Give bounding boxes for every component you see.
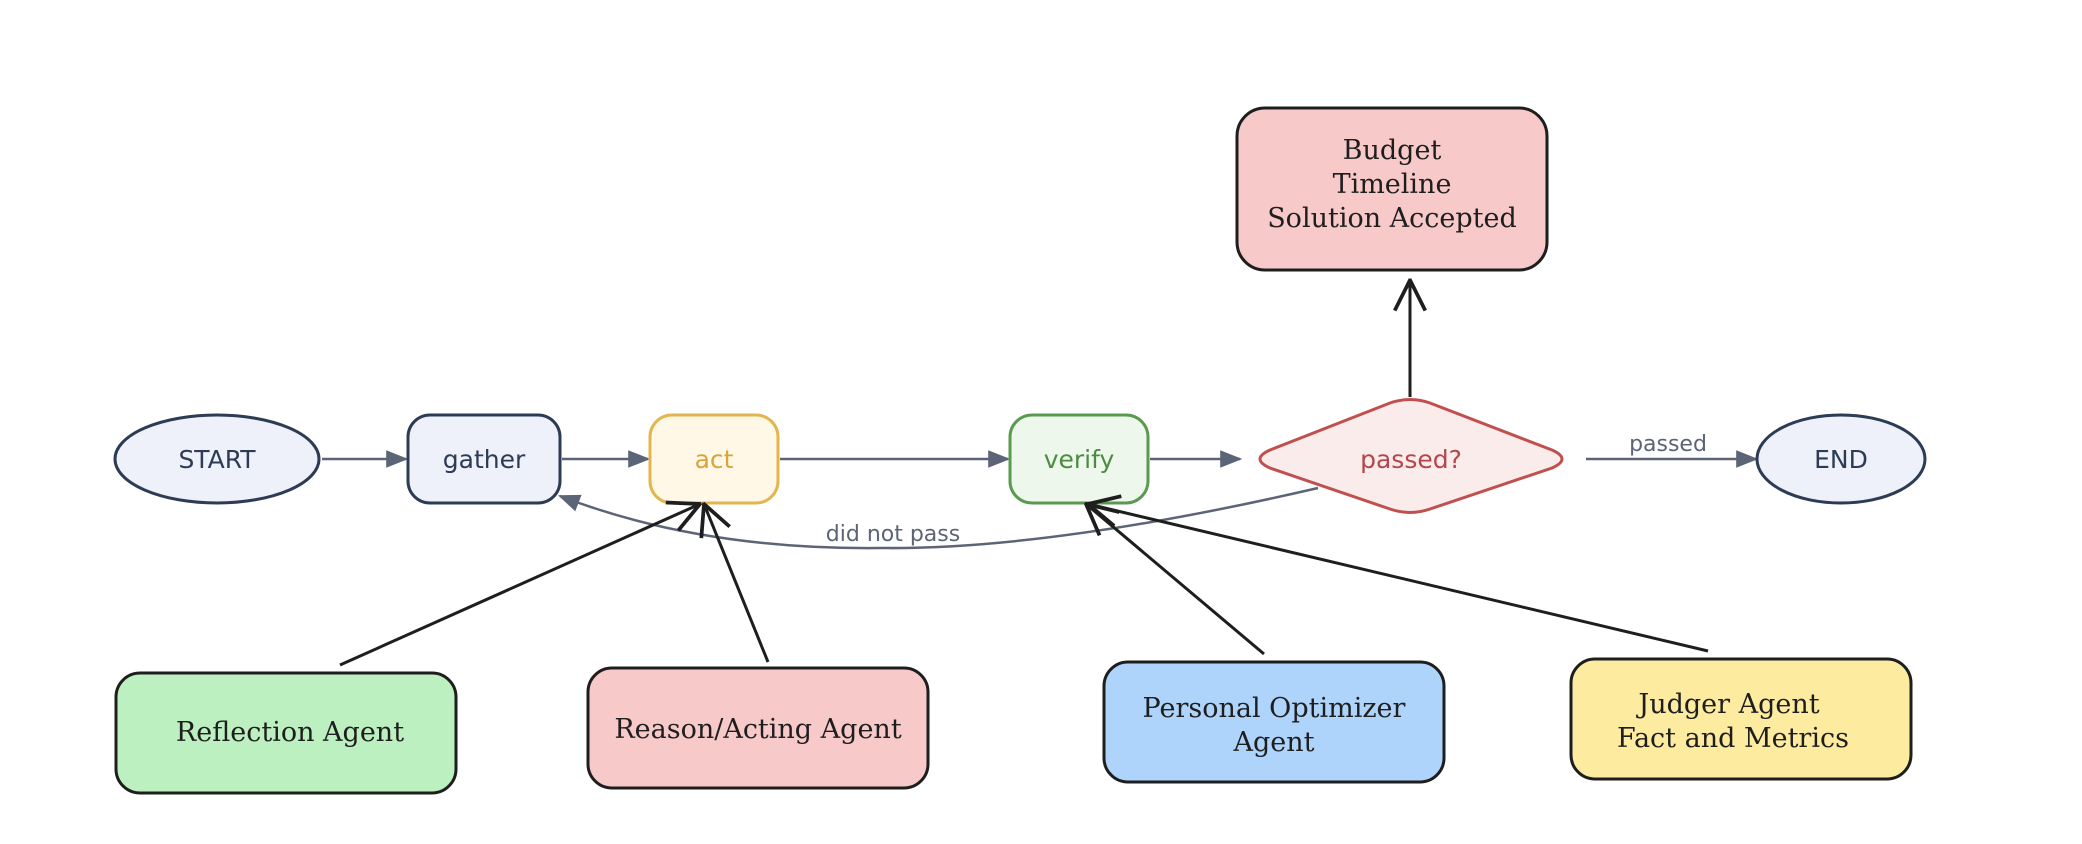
judger-agent-line2: Fact and Metrics xyxy=(1617,723,1849,754)
gather-node: gather xyxy=(406,413,562,505)
act-label: act xyxy=(695,445,734,474)
start-label: START xyxy=(178,445,256,474)
end-node: END xyxy=(1755,413,1927,505)
personal-optimizer-line1: Personal Optimizer xyxy=(1143,693,1406,724)
act-node: act xyxy=(648,413,780,505)
arrow-judger-to-verify xyxy=(1088,504,1709,653)
end-label: END xyxy=(1814,445,1868,474)
flow-edges xyxy=(322,450,1759,550)
gather-label: gather xyxy=(443,445,526,474)
judger-agent-box: Judger Agent Fact and Metrics xyxy=(1569,657,1913,781)
outcome-line-solution: Solution Accepted xyxy=(1267,203,1517,234)
edge-decision-gather-retry xyxy=(557,486,1319,550)
outcome-line-timeline: Timeline xyxy=(1333,169,1452,200)
personal-optimizer-line2: Agent xyxy=(1233,727,1315,758)
edge-label-did-not-pass: did not pass xyxy=(826,522,960,547)
start-node: START xyxy=(113,413,321,505)
judger-agent-line1: Judger Agent xyxy=(1635,689,1819,720)
reflection-agent-label: Reflection Agent xyxy=(176,717,404,748)
reason-acting-agent-label: Reason/Acting Agent xyxy=(614,714,902,745)
outcome-line-budget: Budget xyxy=(1343,135,1442,166)
edge-label-passed: passed xyxy=(1629,432,1707,457)
arrow-reflection-to-act xyxy=(339,504,700,667)
reason-acting-agent-box: Reason/Acting Agent xyxy=(586,666,930,790)
outcome-box: Budget Timeline Solution Accepted xyxy=(1235,106,1549,272)
agent-arrows xyxy=(339,504,1709,667)
verify-node: verify xyxy=(1008,413,1150,505)
arrow-optimizer-to-verify xyxy=(1086,504,1265,656)
decision-node: passed? xyxy=(1258,398,1564,514)
reflection-agent-box: Reflection Agent xyxy=(114,671,458,795)
verify-label: verify xyxy=(1044,445,1115,474)
decision-label: passed? xyxy=(1360,445,1462,474)
personal-optimizer-agent-box: Personal Optimizer Agent xyxy=(1102,660,1446,784)
arrow-reason-to-act xyxy=(704,504,770,663)
